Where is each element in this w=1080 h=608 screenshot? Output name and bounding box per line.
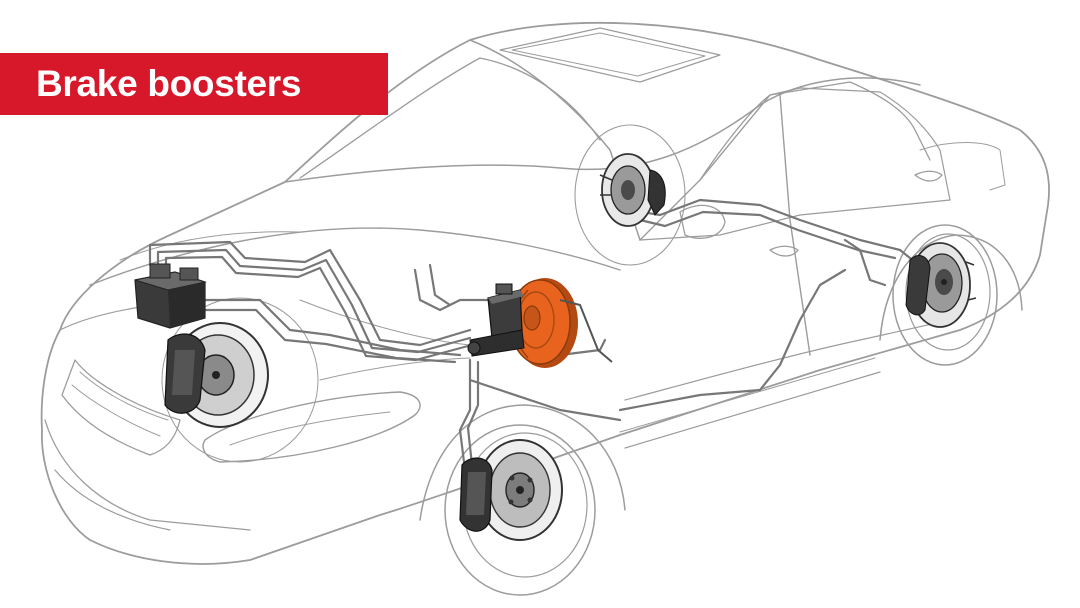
title-banner: Brake boosters — [0, 53, 388, 115]
front-right-disc-brake — [459, 439, 563, 541]
brake-booster — [509, 278, 613, 368]
front-left-disc-brake — [164, 322, 269, 428]
master-cylinder — [467, 283, 525, 357]
rear-right-brake — [905, 242, 977, 328]
rear-left-brake — [599, 153, 666, 227]
brake-lines — [148, 198, 917, 482]
abs-modulator — [134, 263, 207, 329]
title-text: Brake boosters — [36, 63, 302, 104]
